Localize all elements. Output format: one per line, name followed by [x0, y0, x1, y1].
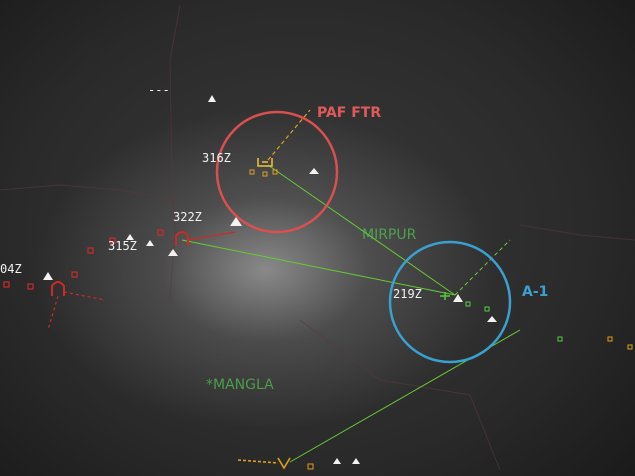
aircraft-triangle-icon[interactable]: [126, 234, 134, 240]
hostile-squares: [3, 229, 164, 290]
square-marker-icon: [557, 336, 563, 342]
a1-label: A-1: [522, 284, 549, 300]
square-marker-icon: [627, 344, 633, 350]
paf-ftr-circle[interactable]: [215, 110, 339, 234]
aircraft-triangle-icon[interactable]: [333, 458, 341, 464]
aircraft-triangle-icon[interactable]: [146, 240, 154, 246]
fighter-symbol-icon[interactable]: [440, 292, 450, 300]
aircraft-triangle-icon[interactable]: [168, 249, 178, 256]
square-marker-icon: [262, 171, 268, 177]
aircraft-triangle-icon[interactable]: [352, 458, 360, 464]
mirpur-label: MIRPUR: [362, 227, 417, 243]
square-marker-icon: [157, 229, 164, 236]
hostile-arch-icon[interactable]: [51, 281, 65, 296]
square-marker-icon: [71, 271, 78, 278]
aircraft-triangle-icon[interactable]: [309, 168, 319, 174]
square-marker-icon: [27, 283, 34, 290]
aircraft-triangle-icon[interactable]: [453, 294, 463, 302]
aircraft-triangle-icon[interactable]: [487, 316, 497, 322]
hostile-arch-icon[interactable]: [175, 231, 189, 246]
dashes-label: ---: [148, 83, 170, 97]
heading-vector: [267, 109, 311, 161]
aircraft-triangle-icon[interactable]: [230, 217, 242, 226]
mangla-label: *MANGLA: [206, 377, 274, 393]
hostile-tracks: [47, 231, 236, 331]
square-marker-icon: [249, 169, 255, 175]
track-219-label[interactable]: 219Z: [393, 287, 422, 301]
track-316-label[interactable]: 316Z: [202, 151, 231, 165]
track-315-label[interactable]: 315Z: [108, 239, 137, 253]
square-marker-icon: [3, 281, 10, 288]
square-marker-icon: [307, 463, 314, 470]
track-322-label[interactable]: 322Z: [173, 210, 202, 224]
square-marker-icon: [465, 301, 471, 307]
fighter-symbol-icon[interactable]: [257, 158, 273, 167]
a1-circle[interactable]: [388, 240, 512, 364]
aircraft-triangle-icon[interactable]: [208, 95, 216, 102]
vector-lines: [181, 164, 521, 463]
terrain-lines: [0, 4, 635, 471]
track-304-label[interactable]: 04Z: [0, 262, 22, 276]
square-marker-icon: [87, 247, 94, 254]
fighter-symbol-icon[interactable]: [237, 457, 291, 470]
paf-ftr-label: PAF FTR: [317, 105, 382, 121]
aircraft-triangle-icon[interactable]: [43, 272, 53, 280]
square-marker-icon: [484, 306, 490, 312]
square-marker-icon: [109, 237, 116, 244]
aircraft-triangles: [43, 95, 497, 464]
square-marker-icon: [272, 169, 278, 175]
square-marker-icon: [607, 336, 613, 342]
